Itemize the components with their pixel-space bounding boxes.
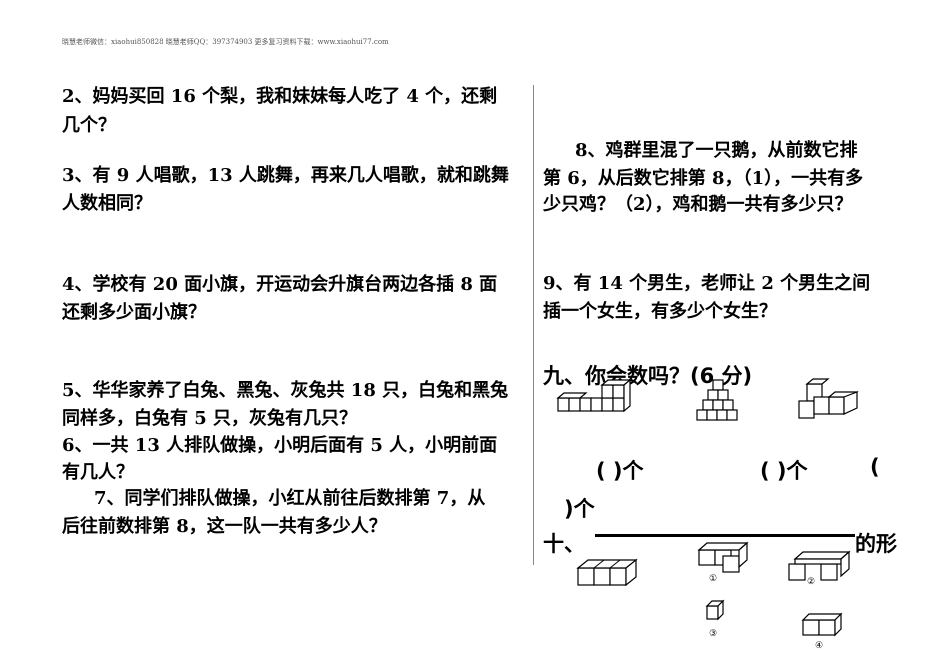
question-2-line-1: 2、妈妈买回 16 个梨，我和妹妹每人吃了 4 个，还剩 [62,86,498,107]
answer-blank-2[interactable]: ( )个 [760,459,808,483]
question-7-line-1: 7、同学们排队做操，小红从前往后数排第 7，从 [94,488,486,509]
piece-label-3: ③ [709,629,718,639]
piece-1 [697,541,749,573]
answer-blank-3-open[interactable]: ( [870,455,880,479]
cube-figure-2 [696,379,738,421]
column-divider [533,85,534,565]
section-10-title-end: 的形 [855,532,897,556]
answer-blank-1[interactable]: ( )个 [596,459,644,483]
piece-4 [801,612,843,637]
page-header: 晓慧老师微信：xiaohui850828 晓慧老师QQ：397374903 更多… [62,38,389,46]
composite-cube-shape [576,558,638,587]
question-8-line-3: 少只鸡？（2），鸡和鹅一共有多少只？ [543,194,853,215]
obscured-title-strip [595,534,855,537]
question-3-line-1: 3、有 9 人唱歌，13 人跳舞，再来几人唱歌，就和跳舞 [62,165,509,186]
question-4-line-1: 4、学校有 20 面小旗，开运动会升旗台两边各插 8 面 [62,274,498,295]
piece-label-2: ② [807,577,816,587]
section-10-title-start: 十、 [543,532,585,556]
question-5-line-2: 同样多，白兔有 5 只，灰兔有几只？ [62,408,358,429]
question-2-line-2: 几个？ [62,115,116,136]
question-8-line-1: 8、鸡群里混了一只鹅，从前数它排 [575,140,858,161]
question-7-line-2: 后往前数排第 8，这一队一共有多少人？ [62,516,387,537]
question-6-line-2: 有几人？ [62,462,134,483]
piece-label-1: ① [709,574,718,584]
question-5-line-1: 5、华华家养了白兔、黑兔、灰兔共 18 只，白兔和黑兔 [62,380,509,401]
question-8-line-2: 第 6，从后数它排第 8，（1），一共有多 [543,168,864,189]
question-3-line-2: 人数相同？ [62,193,152,214]
piece-label-4: ④ [815,641,824,650]
question-9-line-2: 插一个女生，有多少个女生？ [543,301,777,322]
piece-2 [788,550,851,581]
piece-3 [705,599,725,621]
cube-figure-3 [798,378,859,419]
question-9-line-1: 9、有 14 个男生，老师让 2 个男生之间 [543,273,871,294]
question-4-line-2: 还剩多少面小旗？ [62,302,206,323]
question-6-line-1: 6、一共 13 人排队做操，小明后面有 5 人，小明前面 [62,435,498,456]
cube-figure-1 [556,378,632,413]
answer-blank-3-close[interactable]: )个 [564,497,595,521]
